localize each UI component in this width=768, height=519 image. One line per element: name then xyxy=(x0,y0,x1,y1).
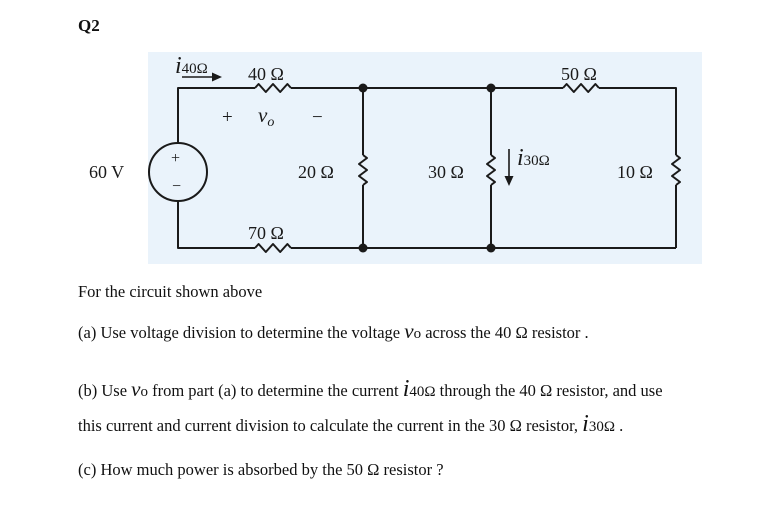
circuit-panel xyxy=(148,52,702,264)
label-r30: 30 Ω xyxy=(428,162,464,182)
label-vo: vo xyxy=(258,103,274,130)
part-c-text: (c) How much power is absorbed by the 50… xyxy=(78,460,444,479)
resistor-40-symbol xyxy=(254,83,292,93)
label-r40: 40 Ω xyxy=(248,64,284,84)
wire-top-left xyxy=(177,87,255,143)
resistor-30-symbol xyxy=(486,154,496,186)
label-r10: 10 Ω xyxy=(617,162,653,182)
part-b-line1: (b) Use vo from part (a) to determine th… xyxy=(78,376,663,402)
resistor-70-symbol xyxy=(254,243,292,253)
node-top-30 xyxy=(486,83,496,93)
label-source: 60 V xyxy=(89,162,124,182)
node-bottom-20 xyxy=(358,243,368,253)
node-bottom-30 xyxy=(486,243,496,253)
i40-arrow-head xyxy=(212,72,222,82)
part-a-text: (a) Use voltage division to determine th… xyxy=(78,319,589,343)
label-source-plus: + xyxy=(171,150,180,167)
wire-bottom-left xyxy=(177,201,255,249)
wire-top-right xyxy=(599,87,677,155)
resistor-10-symbol xyxy=(671,154,681,186)
i30-arrow-head xyxy=(504,176,514,186)
label-vo-minus: − xyxy=(312,107,323,128)
intro-text: For the circuit shown above xyxy=(78,282,263,301)
node-top-20 xyxy=(358,83,368,93)
label-i30: i30Ω xyxy=(517,145,550,171)
label-r70: 70 Ω xyxy=(248,223,284,243)
label-vo-plus: + xyxy=(222,107,233,128)
resistor-20-symbol xyxy=(358,154,368,186)
resistor-50-symbol xyxy=(562,83,600,93)
label-r50: 50 Ω xyxy=(561,64,597,84)
label-source-minus: − xyxy=(172,178,181,195)
part-b-line2: this current and current division to cal… xyxy=(78,411,624,437)
question-label: Q2 xyxy=(78,16,100,35)
label-r20: 20 Ω xyxy=(298,162,334,182)
label-i40: i40Ω xyxy=(175,53,208,79)
